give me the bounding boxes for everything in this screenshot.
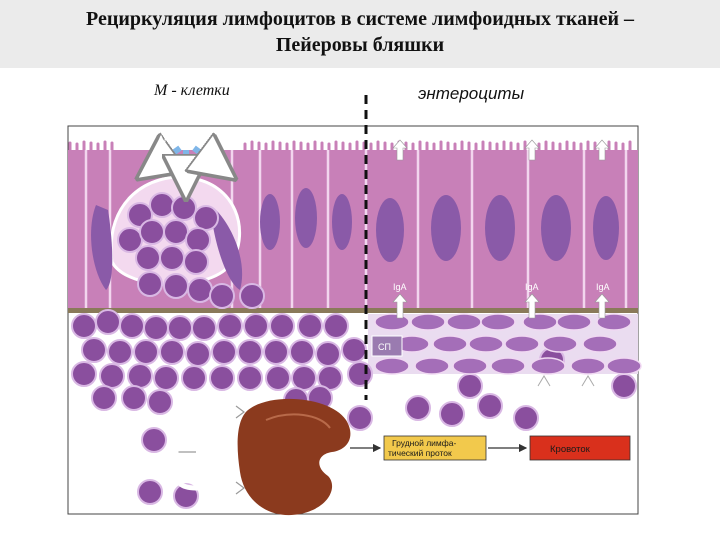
- lymphocyte: [182, 366, 206, 390]
- lymphocyte: [186, 342, 210, 366]
- lymphocyte: [324, 314, 348, 338]
- nucleus: [260, 194, 280, 250]
- lamina-propria-cell: [531, 358, 565, 374]
- lymphocyte: [238, 340, 262, 364]
- lymphocyte: [270, 314, 294, 338]
- lymphocyte: [238, 366, 262, 390]
- lamina-propria-cell: [469, 336, 503, 352]
- lamina-propria-cell: [433, 336, 467, 352]
- iga-label-top: IgA: [525, 129, 539, 139]
- lymphocyte: [266, 366, 290, 390]
- lymphocyte: [612, 374, 636, 398]
- lymphocyte: [128, 364, 152, 388]
- lamina-propria-cell: [505, 336, 539, 352]
- lymphocyte: [138, 272, 162, 296]
- nucleus: [485, 195, 515, 261]
- lymphocyte: [184, 250, 208, 274]
- lymphocyte: [172, 196, 196, 220]
- lymphocyte: [244, 314, 268, 338]
- lymphocyte: [514, 406, 538, 430]
- lymphocyte: [92, 386, 116, 410]
- iga-label-bottom: IgA: [393, 282, 407, 292]
- lymphocyte: [218, 314, 242, 338]
- lymphocyte: [140, 220, 164, 244]
- iga-label-top: IgA: [393, 129, 407, 139]
- lamina-propria-cell: [571, 358, 605, 374]
- lymphocyte: [108, 340, 132, 364]
- sp-label: СП: [378, 342, 391, 352]
- lymphocyte: [342, 338, 366, 362]
- lamina-propria-cell: [583, 336, 617, 352]
- lymphocyte: [348, 362, 372, 386]
- lymphocyte: [138, 480, 162, 504]
- lamina-propria-cell: [375, 314, 409, 330]
- nucleus: [541, 195, 571, 261]
- lymphocyte: [164, 274, 188, 298]
- antigen-label: Антиген: [158, 134, 191, 144]
- lamina-propria-cells: [375, 314, 641, 374]
- lymphocyte: [160, 340, 184, 364]
- lymphocyte: [406, 396, 430, 420]
- nucleus: [593, 196, 619, 260]
- lymphocyte: [316, 342, 340, 366]
- nucleus: [332, 194, 352, 250]
- lymphocyte: [188, 278, 212, 302]
- lymphocyte: [194, 206, 218, 230]
- lymphocyte: [82, 338, 106, 362]
- lymphocyte: [290, 340, 314, 364]
- lymphocyte: [144, 316, 168, 340]
- lymphocyte: [168, 316, 192, 340]
- lamina-propria-cell: [491, 358, 525, 374]
- lymphocyte: [72, 362, 96, 386]
- basement-membrane: [68, 308, 638, 313]
- lymphocyte: [142, 428, 166, 452]
- lymphocyte: [212, 340, 236, 364]
- lamina-propria-cell: [453, 358, 487, 374]
- lymphocyte: [240, 284, 264, 308]
- lymphocyte: [148, 390, 172, 414]
- lymphocyte: [440, 402, 464, 426]
- iga-label-top: IgA: [596, 129, 610, 139]
- lymphocyte: [118, 228, 142, 252]
- lymphocyte: [478, 394, 502, 418]
- lymphocyte: [122, 386, 146, 410]
- lymphocyte: [72, 314, 96, 338]
- lymphocyte: [192, 316, 216, 340]
- lamina-propria-cell: [375, 358, 409, 374]
- iga-label-bottom: IgA: [596, 282, 610, 292]
- lymphocyte: [210, 284, 234, 308]
- lymphocyte: [134, 340, 158, 364]
- nucleus: [295, 188, 317, 248]
- lymphocyte: [348, 406, 372, 430]
- lamina-propria-cell: [607, 358, 641, 374]
- lymphocyte: [210, 366, 234, 390]
- lamina-propria-cell: [415, 358, 449, 374]
- iga-label-bottom: IgA: [525, 282, 539, 292]
- lamina-propria-cell: [543, 336, 577, 352]
- lymphocyte: [96, 310, 120, 334]
- lamina-propria-cell: [411, 314, 445, 330]
- lymphocyte: [120, 314, 144, 338]
- lymphocyte: [292, 366, 316, 390]
- thoracic-duct-label-line-2: тический проток: [388, 448, 452, 458]
- lamina-propria-cell: [557, 314, 591, 330]
- lamina-propria-cell: [447, 314, 481, 330]
- lymphocyte: [264, 340, 288, 364]
- lamina-propria-cell: [523, 314, 557, 330]
- nucleus: [376, 198, 404, 262]
- lymphocyte: [160, 246, 184, 270]
- lymphocyte: [154, 366, 178, 390]
- lymphocyte: [458, 374, 482, 398]
- lymphocyte: [186, 228, 210, 252]
- lymphocyte: [164, 220, 188, 244]
- lymphocyte: [136, 246, 160, 270]
- lymphocyte: [298, 314, 322, 338]
- lamina-propria-cell: [481, 314, 515, 330]
- lymphocyte: [150, 193, 174, 217]
- lymphocyte: [100, 364, 124, 388]
- thoracic-duct-label-line-1: Грудной лимфа-: [392, 438, 456, 448]
- nucleus: [431, 195, 461, 261]
- bloodstream-label: Кровоток: [550, 444, 591, 455]
